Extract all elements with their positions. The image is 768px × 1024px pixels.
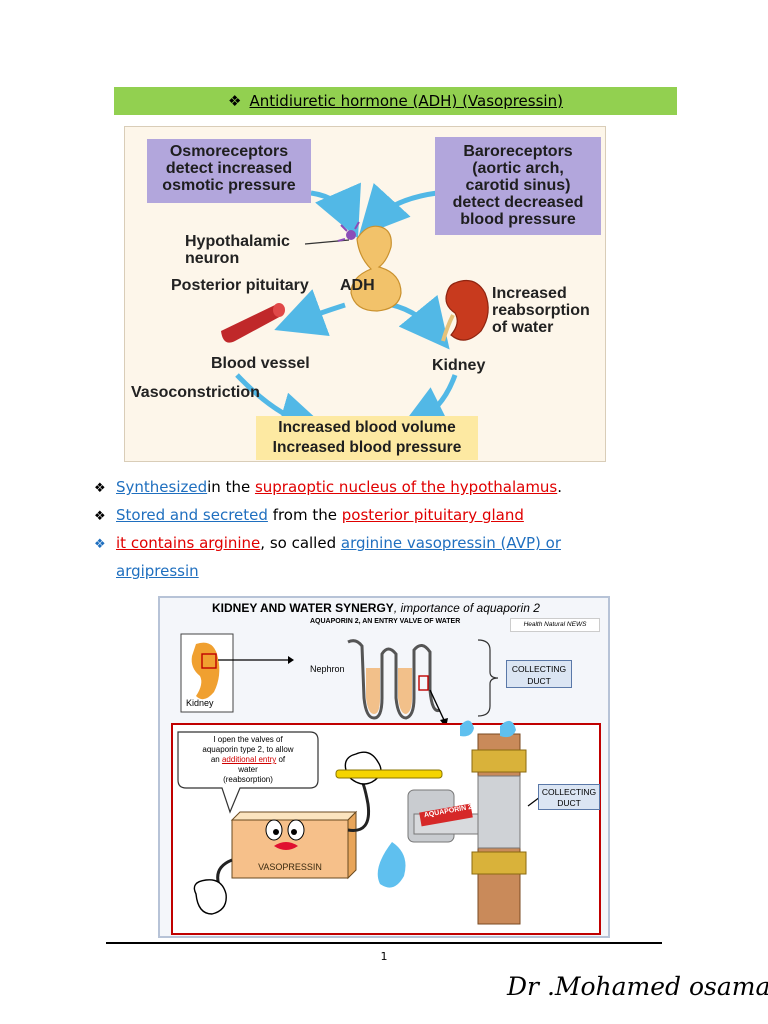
valve-handle: [335, 769, 443, 779]
speech-bubble-text: I open the valves of aquaporin type 2, t…: [180, 735, 316, 785]
arrow-osmo-to-neuron: [310, 182, 361, 239]
text-so-called: , so called: [260, 534, 341, 552]
speech-line-3-post: of: [276, 755, 286, 764]
nephron-highlight: [418, 675, 429, 691]
result-box: Increased blood volume Increased blood p…: [256, 416, 478, 460]
result-line-1: Increased blood volume: [278, 419, 456, 436]
neuron-cell-body: [346, 230, 356, 240]
osmo-line-2: detect increased: [165, 160, 293, 177]
author-signature: Dr .Mohamed osama: [507, 972, 768, 1001]
adh-regulation-diagram: Osmoreceptors detect increased osmotic p…: [124, 126, 606, 462]
aquaporin-label-band: [419, 803, 473, 827]
speech-line-1: I open the valves of: [213, 735, 283, 744]
speech-line-4: water: [238, 765, 258, 774]
kidney-thumb-shape: [191, 642, 220, 700]
pituitary-gland-shape: [350, 225, 402, 312]
text-in-the: in the: [207, 478, 255, 496]
vasopressin-lips: [274, 842, 298, 850]
collecting-duct-top-line-2: DUCT: [527, 676, 551, 686]
page-title: Antidiuretic hormone (ADH) (Vasopressin): [249, 92, 563, 110]
infographic-title: KIDNEY AND WATER SYNERGY, importance of …: [212, 601, 540, 615]
collecting-duct-top-line-1: COLLECTING: [511, 664, 567, 674]
title-bullet: ❖: [228, 92, 242, 110]
speech-line-5: (reabsorption): [223, 775, 273, 784]
text-stored-secreted: Stored and secreted: [116, 506, 268, 524]
text-posterior-pituitary: posterior pituitary gland: [341, 506, 524, 524]
speech-highlight: additional entry: [221, 755, 277, 764]
speech-line-3: an additional entry of: [180, 755, 316, 765]
aquaporin-infographic: KIDNEY AND WATER SYNERGY, importance of …: [158, 596, 610, 938]
speech-line-3-pre: an: [210, 755, 222, 764]
text-arginine-vasopressin: arginine vasopressin (AVP) or: [340, 534, 561, 552]
baro-line-4: detect decreased: [452, 194, 584, 211]
speech-line-2: aquaporin type 2, to allow: [202, 745, 294, 754]
text-synthesized: Synthesized: [116, 478, 208, 496]
vasopressin-label: VASOPRESSIN: [258, 862, 322, 872]
posterior-pituitary-label: Posterior pituitary: [171, 277, 309, 294]
collecting-duct-bottom-line-2: DUCT: [557, 798, 581, 808]
text-from-the: from the: [267, 506, 342, 524]
bullet-marker: ❖: [94, 509, 106, 524]
hypothalamic-neuron-label: Hypothalamic neuron: [185, 233, 290, 267]
collecting-duct-bottom-line-1: COLLECTING: [541, 787, 597, 797]
osmo-line-1: Osmoreceptors: [169, 143, 289, 160]
text-argipressin: argipressin: [116, 562, 199, 580]
collecting-duct-box-top: COLLECTING DUCT: [506, 660, 572, 688]
infographic-title-bold: KIDNEY AND WATER SYNERGY: [212, 601, 394, 615]
reabsorption-line-2: reabsorption: [492, 302, 590, 319]
blood-vessel-label: Blood vessel: [211, 355, 310, 372]
arrow-baro-to-neuron: [358, 182, 438, 237]
reabsorption-line-1: Increased: [492, 285, 567, 302]
hypothalamic-line-1: Hypothalamic: [185, 233, 290, 250]
increased-reabsorption-label: Increased reabsorption of water: [492, 285, 590, 336]
arrow-adh-to-vessel: [274, 289, 346, 337]
page-number: 1: [380, 950, 388, 963]
text-contains-arginine: it contains arginine: [116, 534, 261, 552]
title-banner: ❖ Antidiuretic hormone (ADH) (Vasopressi…: [114, 87, 677, 115]
speech-bubble: [177, 731, 319, 814]
nephron-shape: [347, 639, 441, 720]
glove-lower: [193, 879, 227, 915]
hypothalamic-line-2: neuron: [185, 250, 240, 267]
diagram-graphics: [221, 182, 489, 441]
brand-badge: Health Natural NEWS: [510, 618, 600, 632]
footer-divider: [106, 942, 662, 944]
infographic-graphics: [171, 633, 601, 935]
bullet-synthesized: ❖ Synthesized in the supraoptic nucleus …: [94, 478, 562, 496]
neuron-dendrites: [337, 221, 360, 242]
bullet-arginine-continuation: argipressin: [116, 562, 199, 580]
kidney-thumb-highlight: [201, 653, 217, 669]
kidney-shape: [445, 280, 489, 341]
collecting-duct-box-bottom: COLLECTING DUCT: [538, 784, 600, 810]
nephron-label: Nephron: [310, 664, 345, 674]
bullet-marker: ❖: [94, 481, 106, 496]
infographic-subtitle: AQUAPORIN 2, AN ENTRY VALVE OF WATER: [310, 618, 461, 625]
baro-line-3: carotid sinus): [465, 177, 571, 194]
kidney-label: Kidney: [432, 357, 486, 374]
bullet-arginine: ❖ it contains arginine , so called argin…: [94, 534, 561, 552]
osmo-line-3: osmotic pressure: [162, 177, 296, 194]
text-supraoptic-nucleus: supraoptic nucleus of the hypothalamus: [254, 478, 558, 496]
bullet-marker: ❖: [94, 537, 106, 552]
adh-label: ADH: [340, 277, 375, 294]
baro-line-1: Baroreceptors: [463, 143, 573, 160]
blood-vessel-shape: [221, 304, 284, 343]
kidney-thumb-label: Kidney: [186, 698, 214, 708]
baro-line-5: blood pressure: [460, 211, 576, 228]
infographic-title-italic: , importance of aquaporin 2: [393, 601, 540, 615]
text-period: .: [557, 478, 563, 496]
water-drop-big: [377, 842, 406, 888]
bullet-stored: ❖ Stored and secreted from the posterior…: [94, 506, 524, 524]
baroreceptors-box: Baroreceptors (aortic arch, carotid sinu…: [435, 137, 601, 235]
result-line-2: Increased blood pressure: [272, 439, 462, 456]
vasoconstriction-label: Vasoconstriction: [131, 384, 260, 401]
baro-line-2: (aortic arch,: [472, 160, 564, 177]
osmoreceptors-box: Osmoreceptors detect increased osmotic p…: [147, 139, 311, 203]
reabsorption-line-3: of water: [492, 319, 554, 336]
